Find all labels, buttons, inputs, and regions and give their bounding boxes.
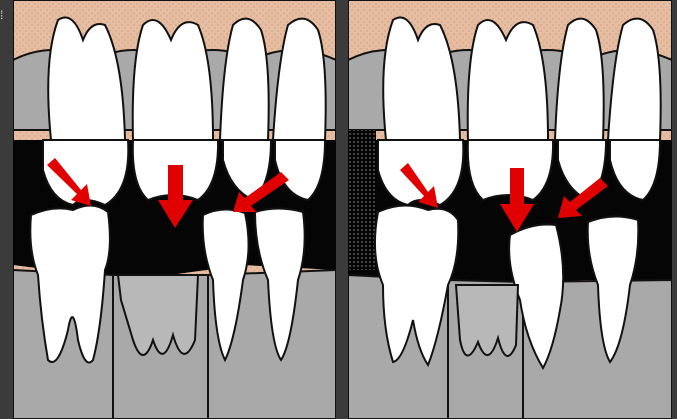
dental-diagram-after: [348, 0, 672, 419]
panel-before: [13, 0, 336, 419]
upper-molar-2: [133, 20, 213, 140]
dotted-tissue: [348, 130, 376, 270]
missing-tooth-root: [456, 285, 518, 356]
panel-after: [348, 0, 672, 419]
dental-diagram-before: [13, 0, 336, 419]
panel-divider: [336, 0, 348, 419]
upper-crown-1: [378, 140, 463, 205]
upper-molar-2: [468, 20, 548, 140]
edge-glyph: ⁞: [0, 8, 3, 22]
